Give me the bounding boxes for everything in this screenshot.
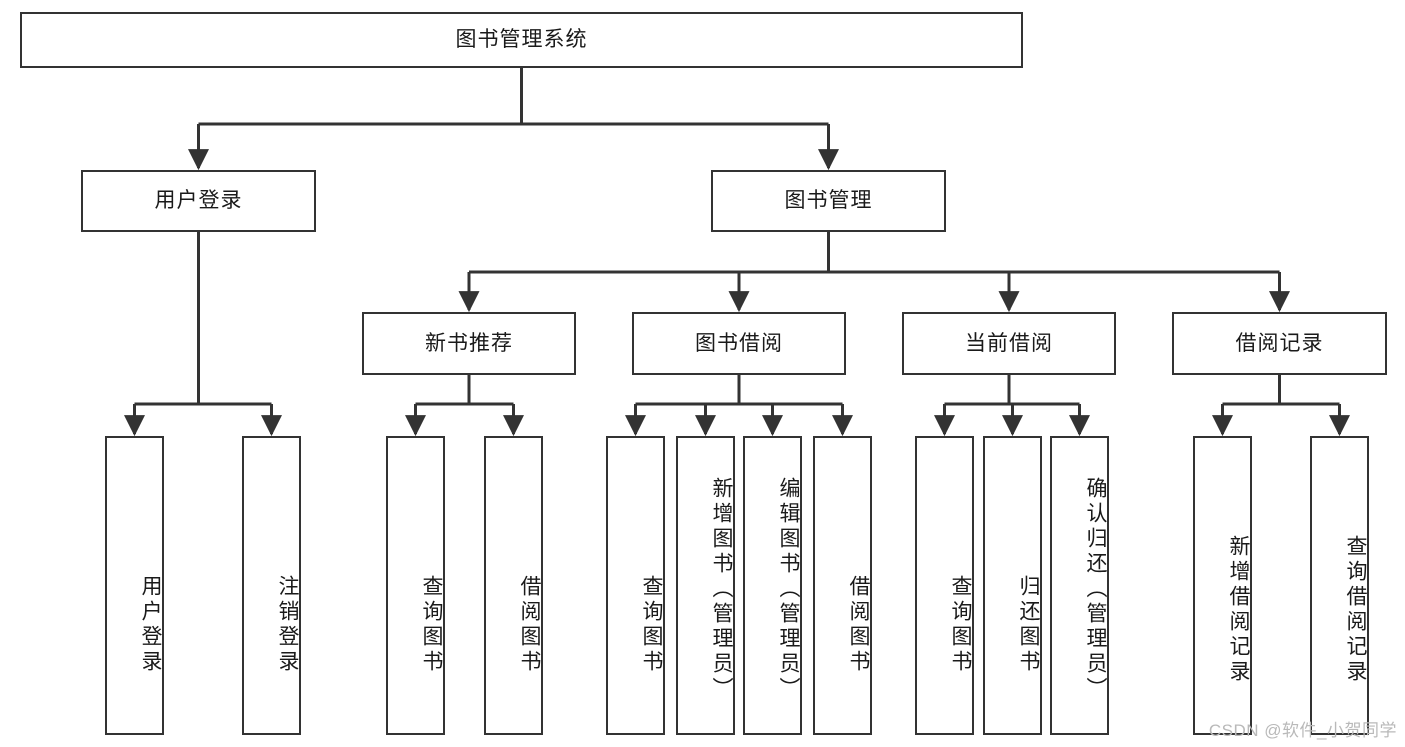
node-leaf-11[interactable]: 新增借阅记录 bbox=[1193, 436, 1252, 735]
node-leaf-9[interactable]: 归还图书 bbox=[983, 436, 1042, 735]
node-label: 借阅图书 bbox=[847, 574, 870, 675]
node-label: 注销登录 bbox=[276, 574, 299, 675]
node-label: 图书借阅 bbox=[695, 331, 783, 355]
node-leaf-5[interactable]: 新增图书（管理员） bbox=[676, 436, 735, 735]
node-label: 新增图书（管理员） bbox=[710, 477, 733, 702]
node-leaf-12[interactable]: 查询借阅记录 bbox=[1310, 436, 1369, 735]
node-label: 新增借阅记录 bbox=[1227, 534, 1250, 685]
node-level2-1[interactable]: 图书管理 bbox=[711, 170, 946, 232]
node-label: 编辑图书（管理员） bbox=[777, 477, 800, 702]
node-label: 当前借阅 bbox=[965, 331, 1053, 355]
node-leaf-8[interactable]: 查询图书 bbox=[915, 436, 974, 735]
node-label: 图书管理 bbox=[784, 189, 873, 213]
node-label: 确认归还（管理员） bbox=[1084, 477, 1107, 702]
node-label: 查询图书 bbox=[949, 574, 972, 675]
node-leaf-2[interactable]: 查询图书 bbox=[386, 436, 445, 735]
node-label: 借阅记录 bbox=[1235, 331, 1324, 355]
node-label: 用户登录 bbox=[154, 189, 243, 213]
node-leaf-1[interactable]: 注销登录 bbox=[242, 436, 301, 735]
watermark-label: CSDN @软件_小贺同学 bbox=[1208, 721, 1397, 740]
node-label: 查询图书 bbox=[640, 574, 663, 675]
node-label: 查询图书 bbox=[420, 574, 443, 675]
node-label: 新书推荐 bbox=[425, 331, 513, 355]
node-level2-0[interactable]: 用户登录 bbox=[81, 170, 316, 232]
node-leaf-7[interactable]: 借阅图书 bbox=[813, 436, 872, 735]
node-level3-1[interactable]: 图书借阅 bbox=[632, 312, 846, 375]
connectors bbox=[124, 68, 1350, 437]
node-label: 用户登录 bbox=[139, 574, 162, 675]
node-root-图书管理系统[interactable]: 图书管理系统 bbox=[20, 12, 1023, 68]
node-level3-0[interactable]: 新书推荐 bbox=[362, 312, 576, 375]
node-leaf-3[interactable]: 借阅图书 bbox=[484, 436, 543, 735]
node-leaf-0[interactable]: 用户登录 bbox=[105, 436, 164, 735]
node-leaf-4[interactable]: 查询图书 bbox=[606, 436, 665, 735]
node-label: 归还图书 bbox=[1017, 574, 1040, 675]
node-level3-3[interactable]: 借阅记录 bbox=[1172, 312, 1387, 375]
node-label: 图书管理系统 bbox=[455, 28, 588, 52]
node-level3-2[interactable]: 当前借阅 bbox=[902, 312, 1116, 375]
node-label: 查询借阅记录 bbox=[1344, 534, 1367, 685]
node-leaf-6[interactable]: 编辑图书（管理员） bbox=[743, 436, 802, 735]
node-leaf-10[interactable]: 确认归还（管理员） bbox=[1050, 436, 1109, 735]
node-label: 借阅图书 bbox=[518, 574, 541, 675]
